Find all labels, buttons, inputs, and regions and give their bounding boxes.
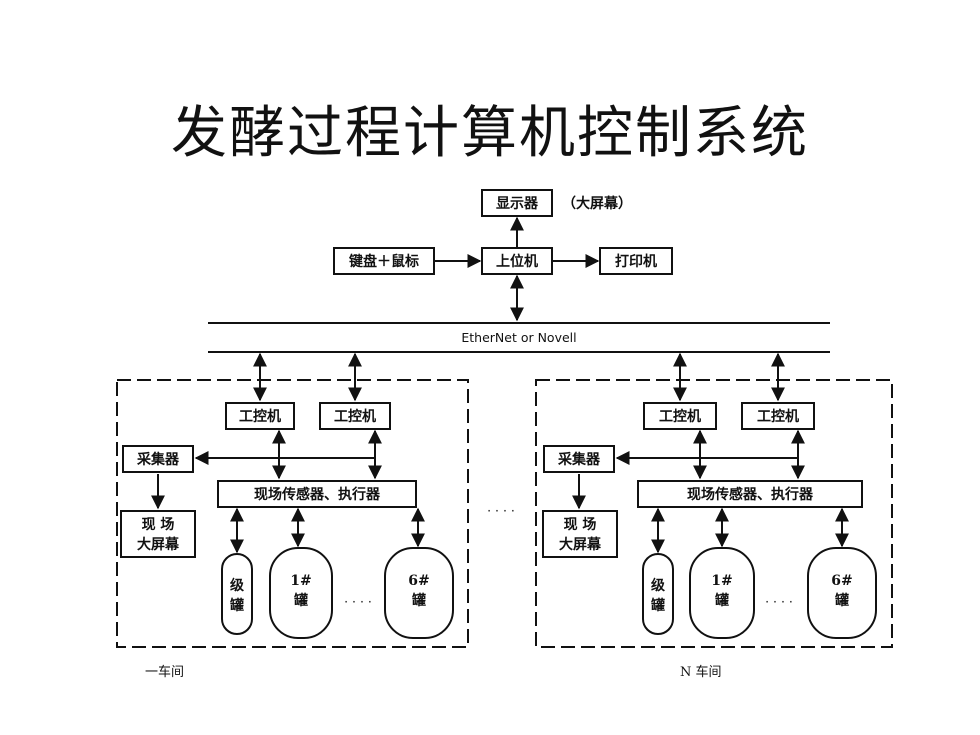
tank-1 <box>269 547 333 639</box>
ipc2-box <box>319 402 391 430</box>
workshop-ellipsis: · · · · <box>487 503 515 518</box>
workshop-n: 工控机 工控机 采集器 现场传感器、执行器 现 场 大屏幕 级 罐 1# 罐 ·… <box>535 352 893 680</box>
tank-6-label-1: 6# <box>408 573 429 589</box>
field-screen-label-1: 现 场 <box>142 517 175 533</box>
keyboard-label: 键盘＋鼠标 <box>348 253 419 270</box>
page-title: 发酵过程计算机控制系统 <box>171 101 809 166</box>
field-screen-box <box>120 510 196 558</box>
workshop-1-boundary <box>116 379 469 648</box>
printer-label: 打印机 <box>615 253 657 270</box>
tank-6 <box>807 547 877 639</box>
ipc2-label: 工控机 <box>757 408 799 425</box>
workshop-n-boundary <box>535 379 893 648</box>
collector-box <box>122 445 194 473</box>
collector-box <box>543 445 615 473</box>
host-node: 上位机 <box>481 247 553 275</box>
collector-label: 采集器 <box>136 451 180 468</box>
field-io-label: 现场传感器、执行器 <box>687 486 814 503</box>
keyboard-node: 键盘＋鼠标 <box>333 247 435 275</box>
tank-1-label-2: 罐 <box>293 592 308 609</box>
seed-tank-label-1: 级 <box>230 577 245 594</box>
field-screen-box <box>542 510 618 558</box>
display-label: 显示器 <box>496 196 539 212</box>
display-node: 显示器 <box>481 189 553 217</box>
seed-tank-label-2: 罐 <box>650 597 665 614</box>
ipc1-box <box>643 402 717 430</box>
field-io-box <box>217 480 417 508</box>
tank-dots: · · · · <box>344 594 372 609</box>
seed-tank <box>221 553 253 635</box>
tank-6 <box>384 547 454 639</box>
ipc2-box <box>741 402 815 430</box>
field-screen-label-2: 大屏幕 <box>559 536 602 553</box>
printer-node: 打印机 <box>599 247 673 275</box>
seed-tank-label-1: 级 <box>651 577 666 594</box>
field-io-label: 现场传感器、执行器 <box>254 486 381 503</box>
ipc2-label: 工控机 <box>334 408 376 425</box>
ipc1-label: 工控机 <box>659 408 701 425</box>
seed-tank-label-2: 罐 <box>229 597 244 614</box>
field-screen-label-2: 大屏幕 <box>137 536 180 553</box>
tank-1-label-1: 1# <box>711 573 732 589</box>
field-screen-label-1: 现 场 <box>564 517 597 533</box>
tank-1-label-2: 罐 <box>714 592 729 609</box>
tank-6-label-2: 罐 <box>834 592 849 609</box>
seed-tank <box>642 553 674 635</box>
tank-1-label-1: 1# <box>290 573 311 589</box>
tank-1 <box>689 547 755 639</box>
tank-6-label-2: 罐 <box>411 592 426 609</box>
display-note: （大屏幕） <box>562 195 632 212</box>
workshop-n-caption: N 车间 <box>680 664 722 680</box>
workshop-1-caption: 一车间 <box>145 664 184 680</box>
collector-label: 采集器 <box>557 451 601 468</box>
ipc1-label: 工控机 <box>239 408 281 425</box>
host-label: 上位机 <box>496 253 538 270</box>
tank-6-label-1: 6# <box>831 573 852 589</box>
network-label: EtherNet or Novell <box>461 330 576 345</box>
workshop-1: 工控机 工控机 采集器 现场传感器、执行器 现 场 大屏幕 级 罐 1# 罐 ·… <box>116 352 469 680</box>
tank-dots: · · · · <box>765 594 793 609</box>
ipc1-box <box>225 402 295 430</box>
field-io-box <box>637 480 863 508</box>
